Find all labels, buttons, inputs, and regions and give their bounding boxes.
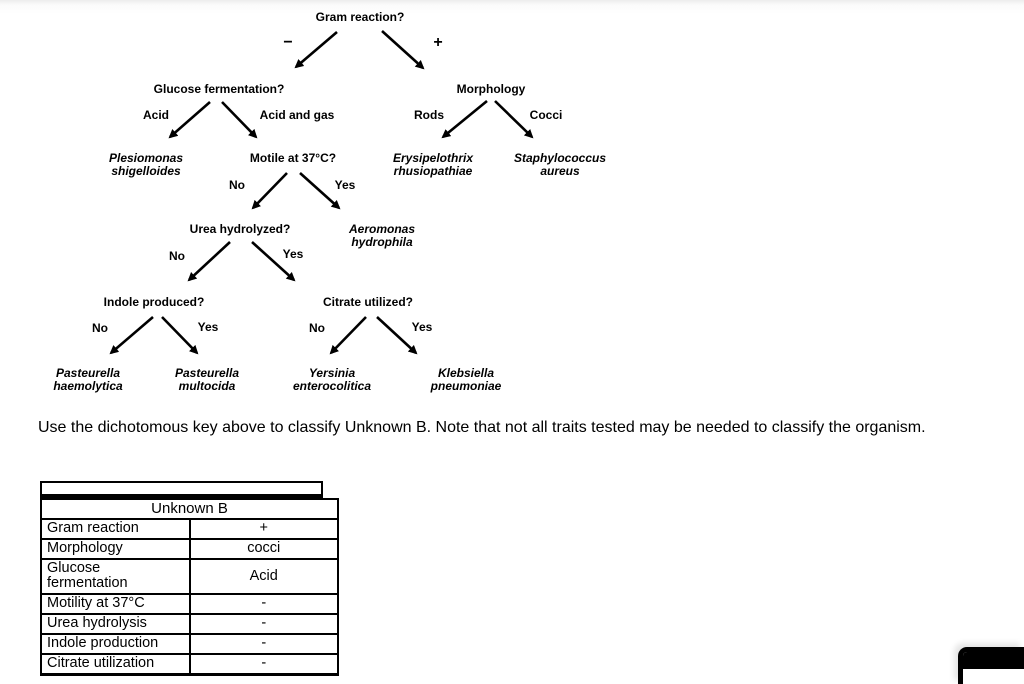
decision-arrow [168, 101, 211, 139]
indole-no-label: No [92, 321, 108, 335]
trait-name-cell: Indole production [40, 633, 191, 655]
gram-positive-label: + [433, 34, 443, 51]
answer-input-box[interactable] [40, 481, 323, 498]
table-row: Motility at 37°C- [40, 593, 339, 615]
citrate-yes-label: Yes [411, 320, 433, 334]
trait-value-cell: Acid [188, 558, 339, 595]
table-row: Gram reaction+ [40, 518, 339, 540]
trait-name-cell: Glucose fermentation [40, 558, 191, 595]
decision-arrow [161, 316, 199, 355]
trait-name-cell: Gram reaction [40, 518, 191, 540]
rods-label: Rods [414, 108, 444, 122]
motile-yes-label: Yes [334, 178, 356, 192]
indole-produced-question: Indole produced? [103, 295, 205, 309]
glucose-fermentation-question: Glucose fermentation? [153, 82, 285, 96]
trait-value-cell: - [188, 633, 339, 655]
trait-name-cell: Morphology [40, 538, 191, 560]
trait-value-cell: - [188, 613, 339, 635]
motile-at-37c-question: Motile at 37°C? [249, 151, 337, 165]
trait-name-cell: Motility at 37°C [40, 593, 191, 615]
decision-arrow [299, 172, 341, 210]
table-row: Urea hydrolysis- [40, 613, 339, 635]
corner-widget-bar [963, 652, 1024, 669]
trait-name-cell: Urea hydrolysis [40, 613, 191, 635]
trait-value-cell: + [188, 518, 339, 540]
trait-value-cell: - [188, 593, 339, 615]
trait-value-cell: - [188, 653, 339, 676]
instruction-text: Use the dichotomous key above to classif… [38, 419, 926, 436]
urea-yes-label: Yes [282, 247, 304, 261]
cocci-label: Cocci [529, 108, 563, 122]
trait-name-cell: Citrate utilization [40, 653, 191, 676]
citrate-no-label: No [309, 321, 325, 335]
decision-arrow [376, 316, 418, 355]
decision-arrow [329, 316, 367, 355]
gram-reaction-question: Gram reaction? [315, 10, 405, 24]
diagram-arrows-layer [109, 30, 534, 355]
decision-arrow [441, 99, 488, 139]
gram-negative-label: − [283, 34, 293, 51]
acid-and-gas-label: Acid and gas [259, 108, 335, 122]
motile-no-label: No [229, 178, 245, 192]
urea-hydrolyzed-question: Urea hydrolyzed? [189, 222, 291, 236]
table-title-row: Unknown B [40, 498, 339, 520]
decision-arrow [187, 241, 231, 282]
decision-arrow [294, 31, 338, 69]
decision-arrow [251, 172, 288, 210]
dichotomous-key-diagram: Gram reaction? − + Glucose fermentation? Mor… [53, 10, 607, 393]
table-row: Citrate utilization- [40, 653, 339, 676]
decision-arrow [221, 101, 258, 139]
decision-arrow [109, 316, 154, 355]
indole-yes-label: Yes [197, 320, 219, 334]
trait-value-cell: cocci [188, 538, 339, 560]
table-row: Indole production- [40, 633, 339, 655]
corner-widget[interactable] [958, 647, 1024, 684]
decision-arrow [494, 100, 534, 139]
decision-arrow [381, 30, 425, 70]
table-title: Unknown B [40, 498, 339, 520]
citrate-utilized-question: Citrate utilized? [322, 295, 414, 309]
acid-label: Acid [142, 108, 170, 122]
urea-no-label: No [169, 249, 185, 263]
morphology-question: Morphology [456, 82, 526, 96]
